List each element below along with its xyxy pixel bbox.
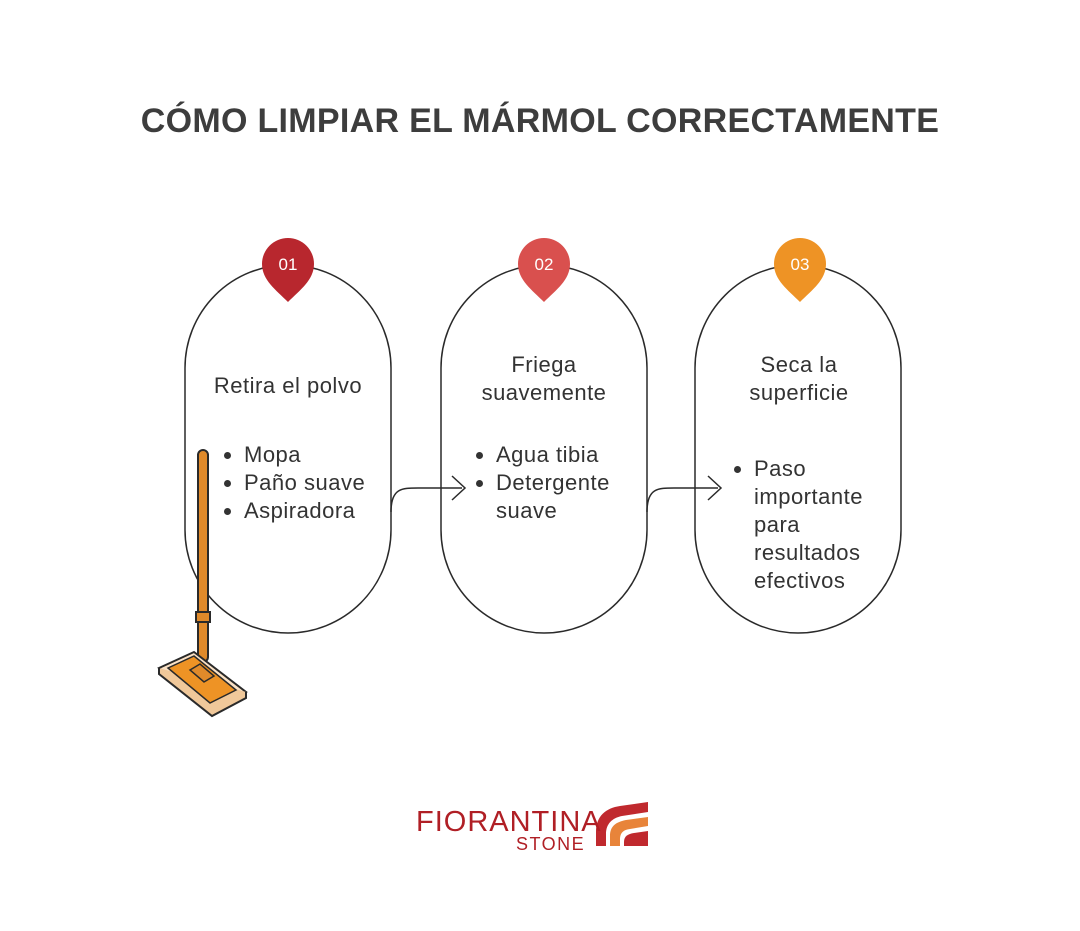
step-2-title: Friega suavemente bbox=[481, 352, 607, 405]
step-2-bullets: Agua tibia Detergente suave bbox=[472, 441, 666, 525]
list-item: Mopa bbox=[244, 441, 414, 469]
step-1-bullets: Mopa Paño suave Aspiradora bbox=[220, 441, 414, 525]
step-2-number: 02 bbox=[534, 255, 554, 274]
fiorantina-logo-icon bbox=[596, 802, 648, 846]
step-3-title: Seca la superficie bbox=[749, 352, 849, 405]
step-3-pin-icon bbox=[774, 238, 826, 302]
logo-sub: STONE bbox=[516, 834, 586, 854]
step-1-pin-icon bbox=[262, 238, 314, 302]
list-item: Aspiradora bbox=[244, 497, 414, 525]
mop-icon bbox=[157, 449, 248, 718]
step-1-number: 01 bbox=[278, 255, 298, 274]
list-item: Paso importante para resultados efectivo… bbox=[754, 455, 894, 595]
step-1-title: Retira el polvo bbox=[213, 373, 363, 398]
list-item: Detergente suave bbox=[496, 469, 666, 525]
connector-arrow-1 bbox=[390, 487, 462, 513]
logo-name: FIORANTINA bbox=[416, 806, 602, 838]
connector-arrow-2 bbox=[646, 487, 718, 513]
step-3-bullets: Paso importante para resultados efectivo… bbox=[730, 455, 894, 595]
step-2-pin-icon bbox=[518, 238, 570, 302]
page-title: CÓMO LIMPIAR EL MÁRMOL CORRECTAMENTE bbox=[140, 102, 940, 140]
list-item: Paño suave bbox=[244, 469, 414, 497]
step-3-number: 03 bbox=[790, 255, 810, 274]
list-item: Agua tibia bbox=[496, 441, 666, 469]
arrowhead-1 bbox=[451, 475, 467, 501]
arrowhead-2 bbox=[707, 475, 723, 501]
